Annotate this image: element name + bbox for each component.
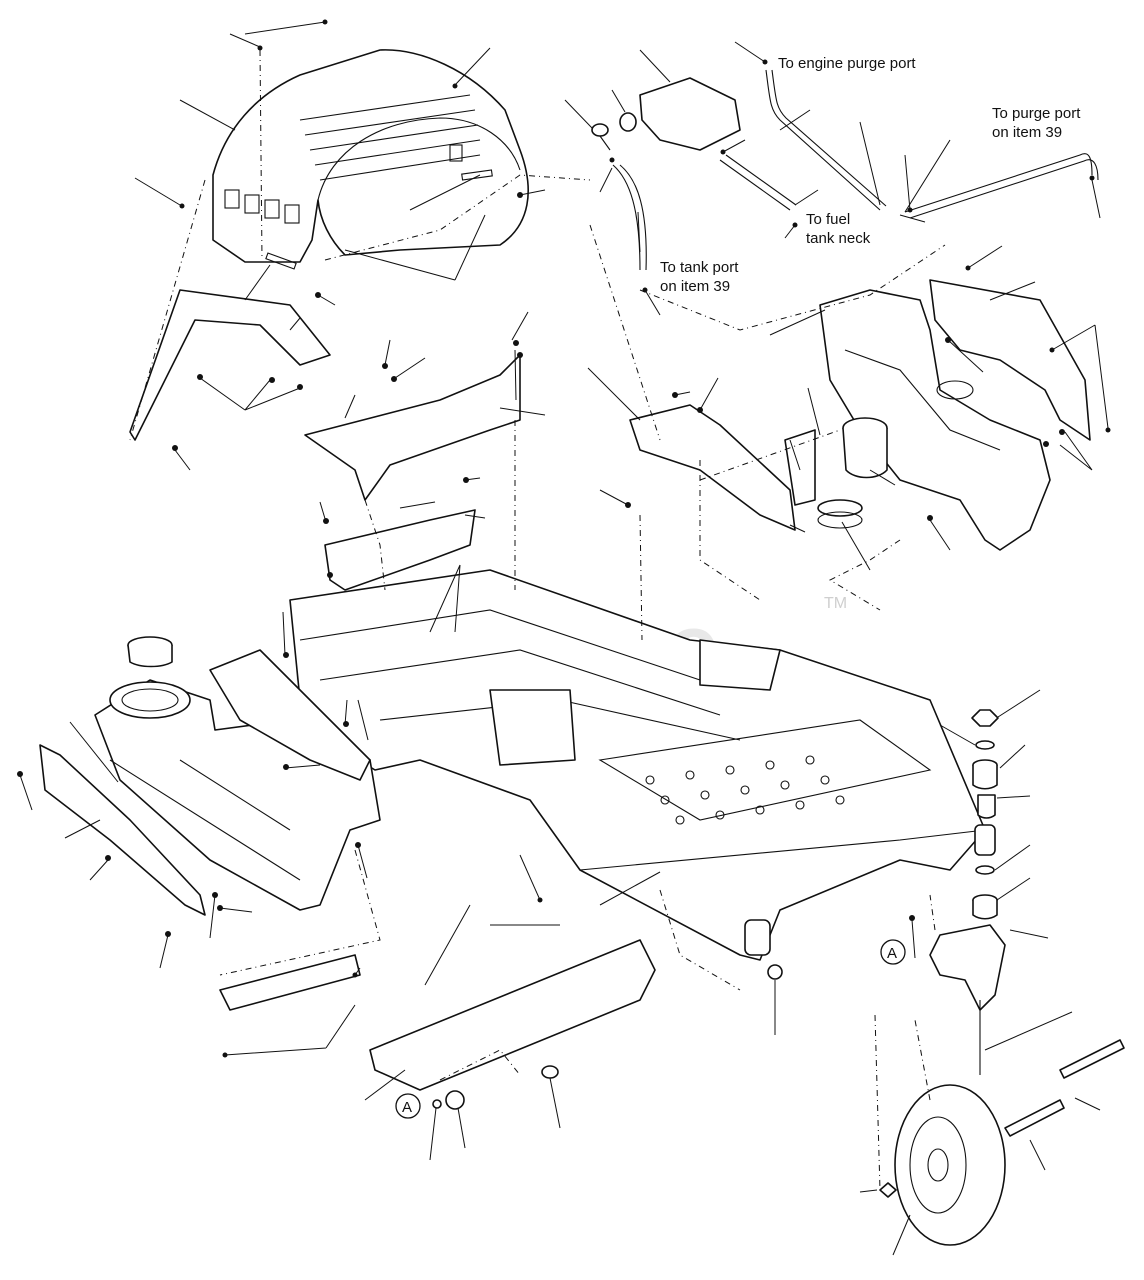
note-engine-purge: To engine purge port xyxy=(778,55,916,72)
part-9-spacer xyxy=(1004,1099,1065,1137)
note-tank-port-2: on item 39 xyxy=(660,278,730,295)
assembly-guide-lines xyxy=(129,49,946,1191)
part-25-rear-cover xyxy=(212,49,529,263)
part-11-bracket xyxy=(209,649,371,781)
leader-lines xyxy=(19,21,1109,1256)
part-58-trim xyxy=(219,954,361,1011)
part-19-washer-lower xyxy=(975,865,995,875)
part-53-plate xyxy=(324,509,476,591)
note-purge-port-2: on item 39 xyxy=(992,124,1062,141)
watermark-tm: TM xyxy=(824,595,847,612)
part-32-washer xyxy=(432,1099,442,1109)
part-37-hose xyxy=(612,164,641,271)
part-44-bumper xyxy=(541,1065,559,1079)
part-38-canister xyxy=(842,417,888,479)
part-33-valve xyxy=(639,77,741,151)
ref-a-frame-label: A xyxy=(887,945,897,962)
part-5-right-panel xyxy=(929,279,1091,441)
part-12-mount xyxy=(629,404,796,531)
part-13-nut-upper xyxy=(971,709,999,727)
part-6-caster-fork xyxy=(929,924,1006,1011)
part-51-strip-a xyxy=(265,252,297,270)
part-13-nut-lower xyxy=(879,1182,897,1198)
note-fuel-tank-1: To fuel xyxy=(806,211,850,228)
part-10-bolt xyxy=(1059,1039,1125,1079)
ref-a-trim-label: A xyxy=(402,1099,412,1116)
ref-a-trim xyxy=(395,1093,421,1119)
part-15-washer xyxy=(975,740,995,750)
part-49-hose xyxy=(904,153,1099,219)
part-37-hose-b xyxy=(619,164,647,271)
part-8-bushing-lower xyxy=(972,894,998,920)
part-34-washer xyxy=(619,112,637,132)
part-51-strip-b xyxy=(461,169,493,181)
part-36-hose xyxy=(719,154,797,211)
part-46-side-trim xyxy=(369,939,656,1091)
part-45-nut xyxy=(445,1090,465,1110)
part-50-fuel-cap xyxy=(127,636,173,668)
note-purge-port-1: To purge port xyxy=(992,105,1081,122)
part-23-bracket xyxy=(129,289,331,441)
part-5-left-panel xyxy=(39,744,206,916)
part-1-frame xyxy=(289,569,996,961)
part-19-bushing-upper xyxy=(977,794,996,819)
part-8-bushing-upper xyxy=(972,759,998,790)
hardware-bolts xyxy=(17,19,1111,1058)
note-tank-port-1: To tank port xyxy=(660,259,739,276)
part-7-caster-wheel xyxy=(894,1084,1006,1246)
part-35-fitting xyxy=(591,123,611,151)
part-48-hose xyxy=(765,69,887,211)
note-fuel-tank-2: tank neck xyxy=(806,230,871,247)
part-56-panel xyxy=(304,354,521,501)
part-43-washer xyxy=(767,964,783,980)
part-40-ring xyxy=(817,499,863,529)
ref-a-frame xyxy=(880,939,906,965)
